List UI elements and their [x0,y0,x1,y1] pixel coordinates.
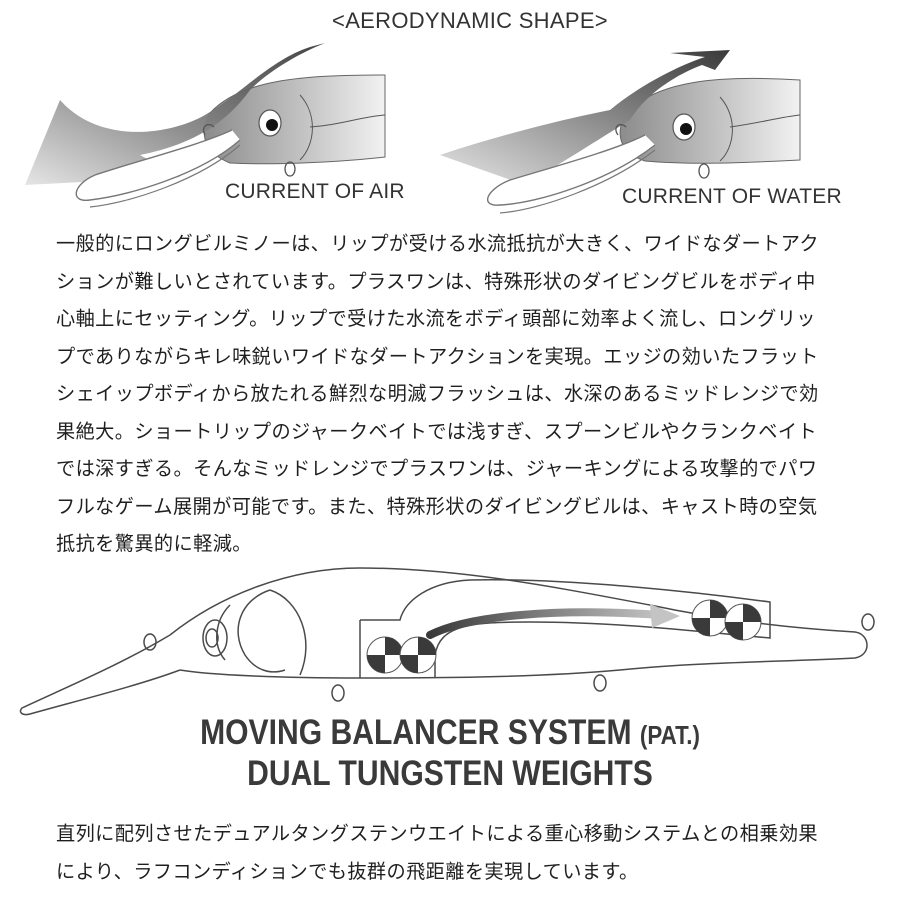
patent-label: (PAT.) [639,720,700,750]
current-of-air-illustration [25,43,386,208]
aerodynamic-heading-text: <AERODYNAMIC SHAPE> [332,8,608,33]
description-line: ションが難しいとされています。プラスワンは、特殊形状のダイビングビルをボディ中 [56,269,816,293]
description-line: シェイップボディから放たれる鮮烈な明滅フラッシュは、水深のあるミッドレンジで効 [56,382,819,405]
moving-balancer-title-text: MOVING BALANCER SYSTEM [200,713,640,752]
description-paragraph: 一般的にロングビルミノーは、リップが受ける水流抵抗が大きく、ワイドなダートアク … [56,225,876,563]
description-line: 抵抗を驚異的に軽減。 [56,532,252,555]
description-line: では深すぎる。そんなミッドレンジでプラスワンは、ジャーキングによる攻撃的でパワ [56,457,818,480]
balancer-description-paragraph: 直列に配列させたデュアルタングステンウエイトによる重心移動システムとの相乗効果 … [56,815,876,890]
balancer-description-line: 直列に配列させたデュアルタングステンウエイトによる重心移動システムとの相乗効果 [56,822,818,845]
moving-balancer-lure-diagram [19,567,875,716]
tungsten-weight-front [366,636,437,674]
dual-tungsten-title: DUAL TUNGSTEN WEIGHTS [247,754,653,793]
current-of-water-illustration [440,50,801,214]
tungsten-weight-rear [691,599,762,641]
aerodynamic-heading: <AERODYNAMIC SHAPE> [0,8,900,34]
current-of-water-caption: CURRENT OF WATER [622,185,842,208]
description-line: 果絶大。ショートリップのジャークベイトでは浅すぎ、スプーンビルやクランクベイト [56,419,818,443]
description-line: 心軸上にセッティング。リップで受けた水流をボディ頭部に効率よく流し、ロングリッ [56,307,816,330]
current-of-air-caption: CURRENT OF AIR [225,180,405,203]
description-line: 一般的にロングビルミノーは、リップが受ける水流抵抗が大きく、ワイドなダートアク [56,232,819,255]
description-line: プでありながらキレ味鋭いワイドなダートアクションを実現。エッジの効いたフラット [56,344,819,368]
moving-balancer-title: MOVING BALANCER SYSTEM (PAT.) [63,712,837,756]
balancer-description-line: により、ラフコンディションでも抜群の飛距離を実現しています。 [56,859,639,883]
description-line: フルなゲーム展開が可能です。また、特殊形状のダイビングビルは、キャスト時の空気 [56,494,818,518]
